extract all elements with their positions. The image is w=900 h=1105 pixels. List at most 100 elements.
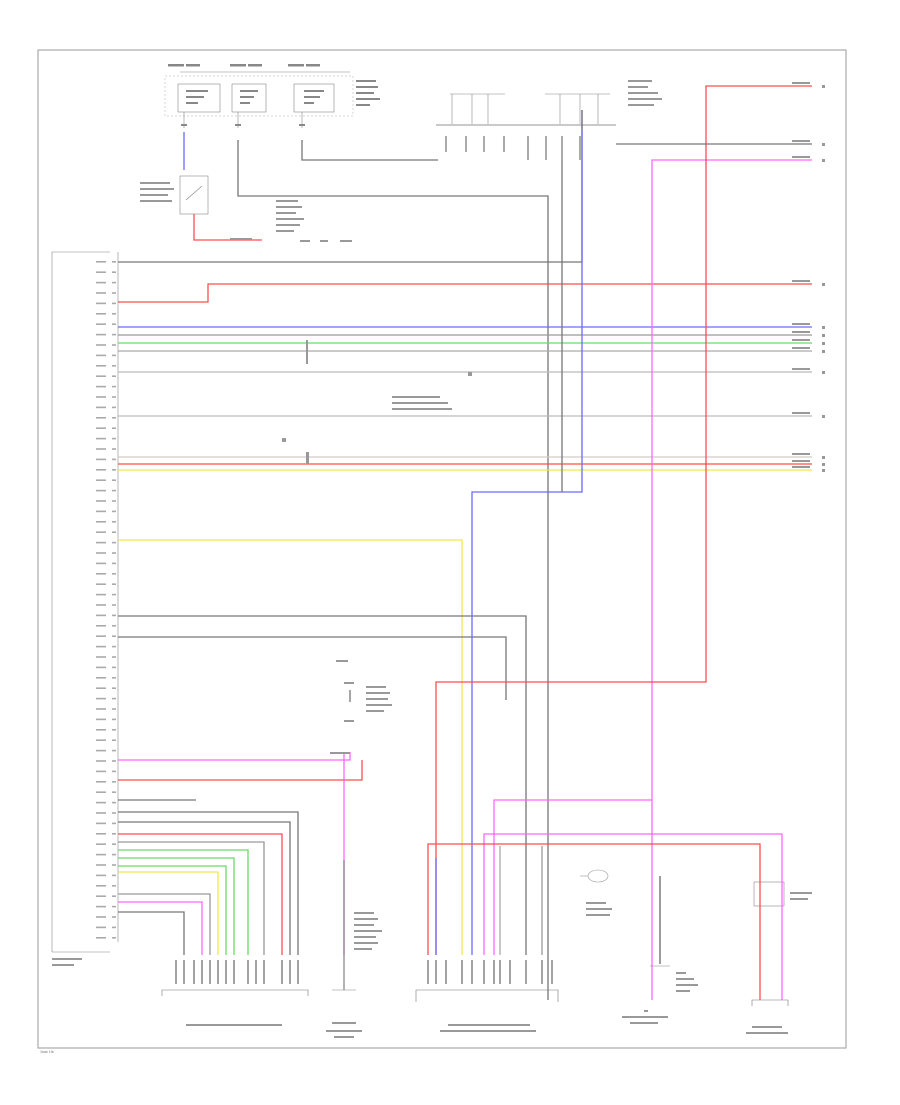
ecu-pin-tick (112, 843, 116, 845)
ecu-pin-label (96, 365, 106, 367)
ecu-pin-tick (112, 729, 116, 731)
ecu-pin-label (96, 843, 106, 845)
ecu-pin-tick (112, 853, 116, 856)
relay-block (140, 175, 262, 241)
ecu-pin-label (96, 323, 106, 325)
ecu-pin-tick (112, 302, 116, 305)
wire-end-label (792, 156, 810, 158)
ecu-pin-label (96, 375, 106, 377)
ecu-pin-tick (112, 541, 116, 544)
ecu-pin-tick (112, 635, 116, 637)
wire-end-label (792, 466, 810, 468)
ecu-pin-tick (112, 677, 116, 679)
splice-label (276, 200, 352, 242)
ecu-pin-tick (112, 417, 116, 419)
wire-end-ref (822, 456, 825, 459)
ecu-pin-label (96, 687, 106, 689)
ecu-pin-tick (112, 822, 116, 825)
ecu-pin-label (96, 666, 106, 669)
ecu-pin-tick (112, 510, 116, 513)
ecu-pin-label (96, 781, 106, 783)
ecu-pin-label (96, 801, 106, 804)
ecu-pin-label (96, 281, 106, 284)
ecu-pin-label (96, 458, 106, 461)
ecu-pin-label (96, 510, 106, 513)
ecu-pin-label (96, 822, 106, 825)
wire-end-ref (822, 159, 825, 162)
ecu-pin-label (96, 760, 106, 762)
bottom-middle-connector (332, 860, 382, 991)
ecu-pin-label (96, 791, 106, 793)
ecu-pin-label (96, 541, 106, 544)
ecu-pin-tick (112, 916, 116, 918)
ecu-pin-label (96, 718, 106, 721)
ecu-pin-label (96, 614, 106, 617)
ecu-pin-tick (112, 770, 116, 773)
ecu-pin-tick (112, 562, 116, 565)
ecu-pin-tick (112, 271, 116, 273)
wire-end-label (792, 82, 810, 84)
ecu-pin-label (96, 895, 106, 897)
ecu-pin-tick (112, 365, 116, 367)
connector-captions (186, 1010, 788, 1038)
ecu-pin-tick (112, 261, 116, 263)
ecu-pin-label (96, 427, 106, 429)
ecu-pin-label (96, 833, 106, 835)
wire-end-label (792, 331, 810, 333)
ecu-pin-tick (112, 801, 116, 804)
wire-end-ref (822, 350, 825, 353)
wire-end-label (792, 347, 810, 349)
ecu-pin-tick (112, 437, 116, 440)
ecu-pin-tick (112, 645, 116, 648)
ecu-pin-tick (112, 573, 116, 575)
sensor-far-right (751, 870, 812, 1006)
wire-end-label (792, 412, 810, 414)
ecu-pin-label (96, 500, 106, 502)
wire-end-ref (822, 85, 825, 88)
ecu-pin-label (96, 573, 106, 575)
ecu-pin-tick (112, 385, 116, 388)
wire-end-label (792, 140, 810, 142)
ecu-pin-tick (112, 760, 116, 762)
ecu-pin-tick (112, 749, 116, 752)
ecu-pin-label (96, 479, 106, 481)
ecu-pin-tick (112, 895, 116, 897)
wire-end-ref (822, 469, 825, 472)
bottom-left-connector (161, 960, 309, 996)
wire-end-label (792, 453, 810, 455)
ecu-pin-label (96, 916, 106, 918)
ecu-pin-label (96, 677, 106, 679)
ecu-pin-label (96, 593, 106, 596)
ecu-pin-tick (112, 531, 116, 533)
ecu-pin-tick (112, 344, 116, 346)
ecu-pin-tick (112, 604, 116, 606)
ecu-pin-tick (112, 552, 116, 554)
ecu-pin-tick (112, 864, 116, 866)
ecu-pin-label (96, 885, 106, 887)
wire-end-label (792, 460, 810, 462)
diagram-frame (37, 49, 847, 1049)
ecu-pin-label (96, 354, 106, 357)
ecu-pin-label (96, 937, 106, 939)
ecu-pin-label (96, 385, 106, 388)
ecu-pin-tick (112, 833, 116, 835)
ecu-pin-label (96, 853, 106, 856)
ecu-pin-label (96, 864, 106, 866)
ecu-pin-tick (112, 593, 116, 596)
ecu-pin-tick (112, 708, 116, 710)
ecu-pin-label (96, 604, 106, 606)
bottom-center-connector (415, 960, 559, 1002)
ecu-pin-tick (112, 448, 116, 450)
ecu-pin-label (96, 292, 106, 294)
ecu-module (51, 251, 119, 966)
ecu-pin-tick (112, 926, 116, 929)
ecu-pin-label (96, 729, 106, 731)
ecu-pin-label (96, 708, 106, 710)
ecu-pin-label (96, 635, 106, 637)
wire-end-label (792, 368, 810, 370)
wire-end-ref (822, 326, 825, 329)
ecu-pin-label (96, 697, 106, 700)
ecu-pin-tick (112, 521, 116, 523)
ecu-pin-tick (112, 333, 116, 336)
